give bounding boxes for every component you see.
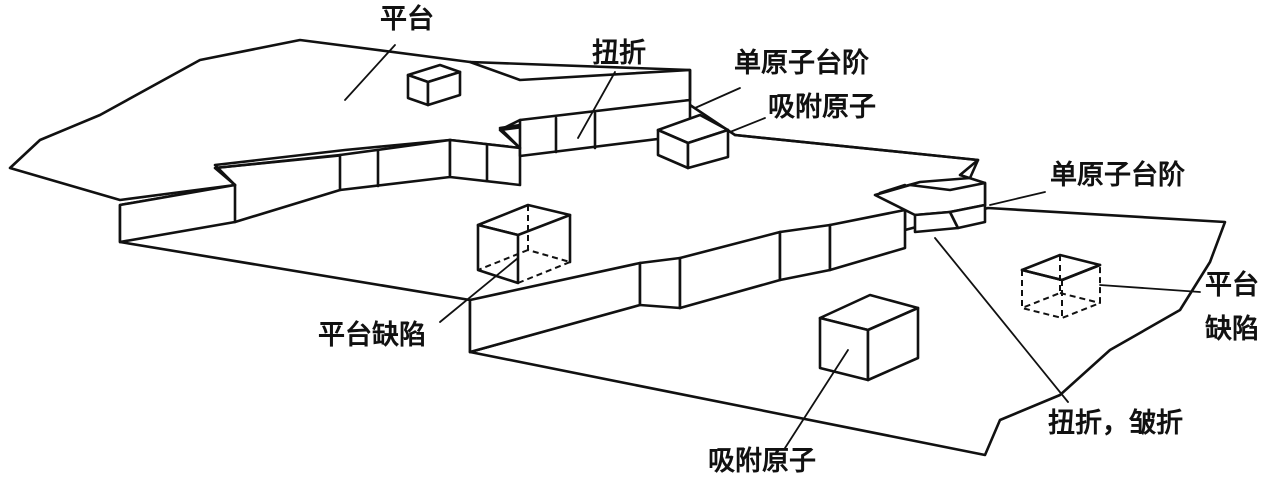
leader-kink-bottom — [934, 237, 1069, 403]
leader-step-right — [989, 191, 1046, 206]
label-kink-fold: 扭折，皱折 — [1048, 408, 1183, 439]
label-terrace-vacancy-right-1: 平台 — [1205, 270, 1259, 301]
step-2-right — [828, 208, 907, 272]
label-adatom-bottom: 吸附原子 — [708, 446, 816, 477]
step-2-block — [778, 223, 832, 282]
step-2-mid — [638, 256, 682, 310]
vacancy-left — [476, 203, 572, 285]
label-terrace-vacancy-left: 平台缺陷 — [318, 320, 426, 351]
leader-vacancy-left — [439, 257, 519, 323]
adatom-lower — [818, 293, 920, 382]
adatom-step — [656, 113, 730, 170]
step-2-kink-side — [948, 203, 987, 230]
leader-adatom-top — [729, 117, 766, 133]
label-adatom: 吸附原子 — [768, 92, 876, 123]
leader-terrace — [344, 44, 396, 101]
step-1-mid2 — [448, 138, 522, 187]
label-terrace: 平台 — [380, 4, 434, 35]
label-single-atom-step: 单原子台阶 — [734, 48, 869, 79]
upper-terrace-edge — [468, 60, 692, 102]
label-terrace-vacancy-right-2: 缺陷 — [1205, 314, 1259, 345]
leader-vacancy-right — [1099, 284, 1201, 293]
vacancy-right — [1020, 253, 1102, 320]
step-1-upper-line — [213, 153, 342, 187]
leader-kink-top — [577, 71, 616, 139]
label-single-atom-step-right: 单原子台阶 — [1050, 160, 1185, 191]
leader-step-top — [694, 87, 741, 109]
leader-adatom-bottom — [784, 349, 849, 449]
adatom-upper — [406, 63, 462, 107]
label-kink: 扭折 — [592, 38, 646, 69]
